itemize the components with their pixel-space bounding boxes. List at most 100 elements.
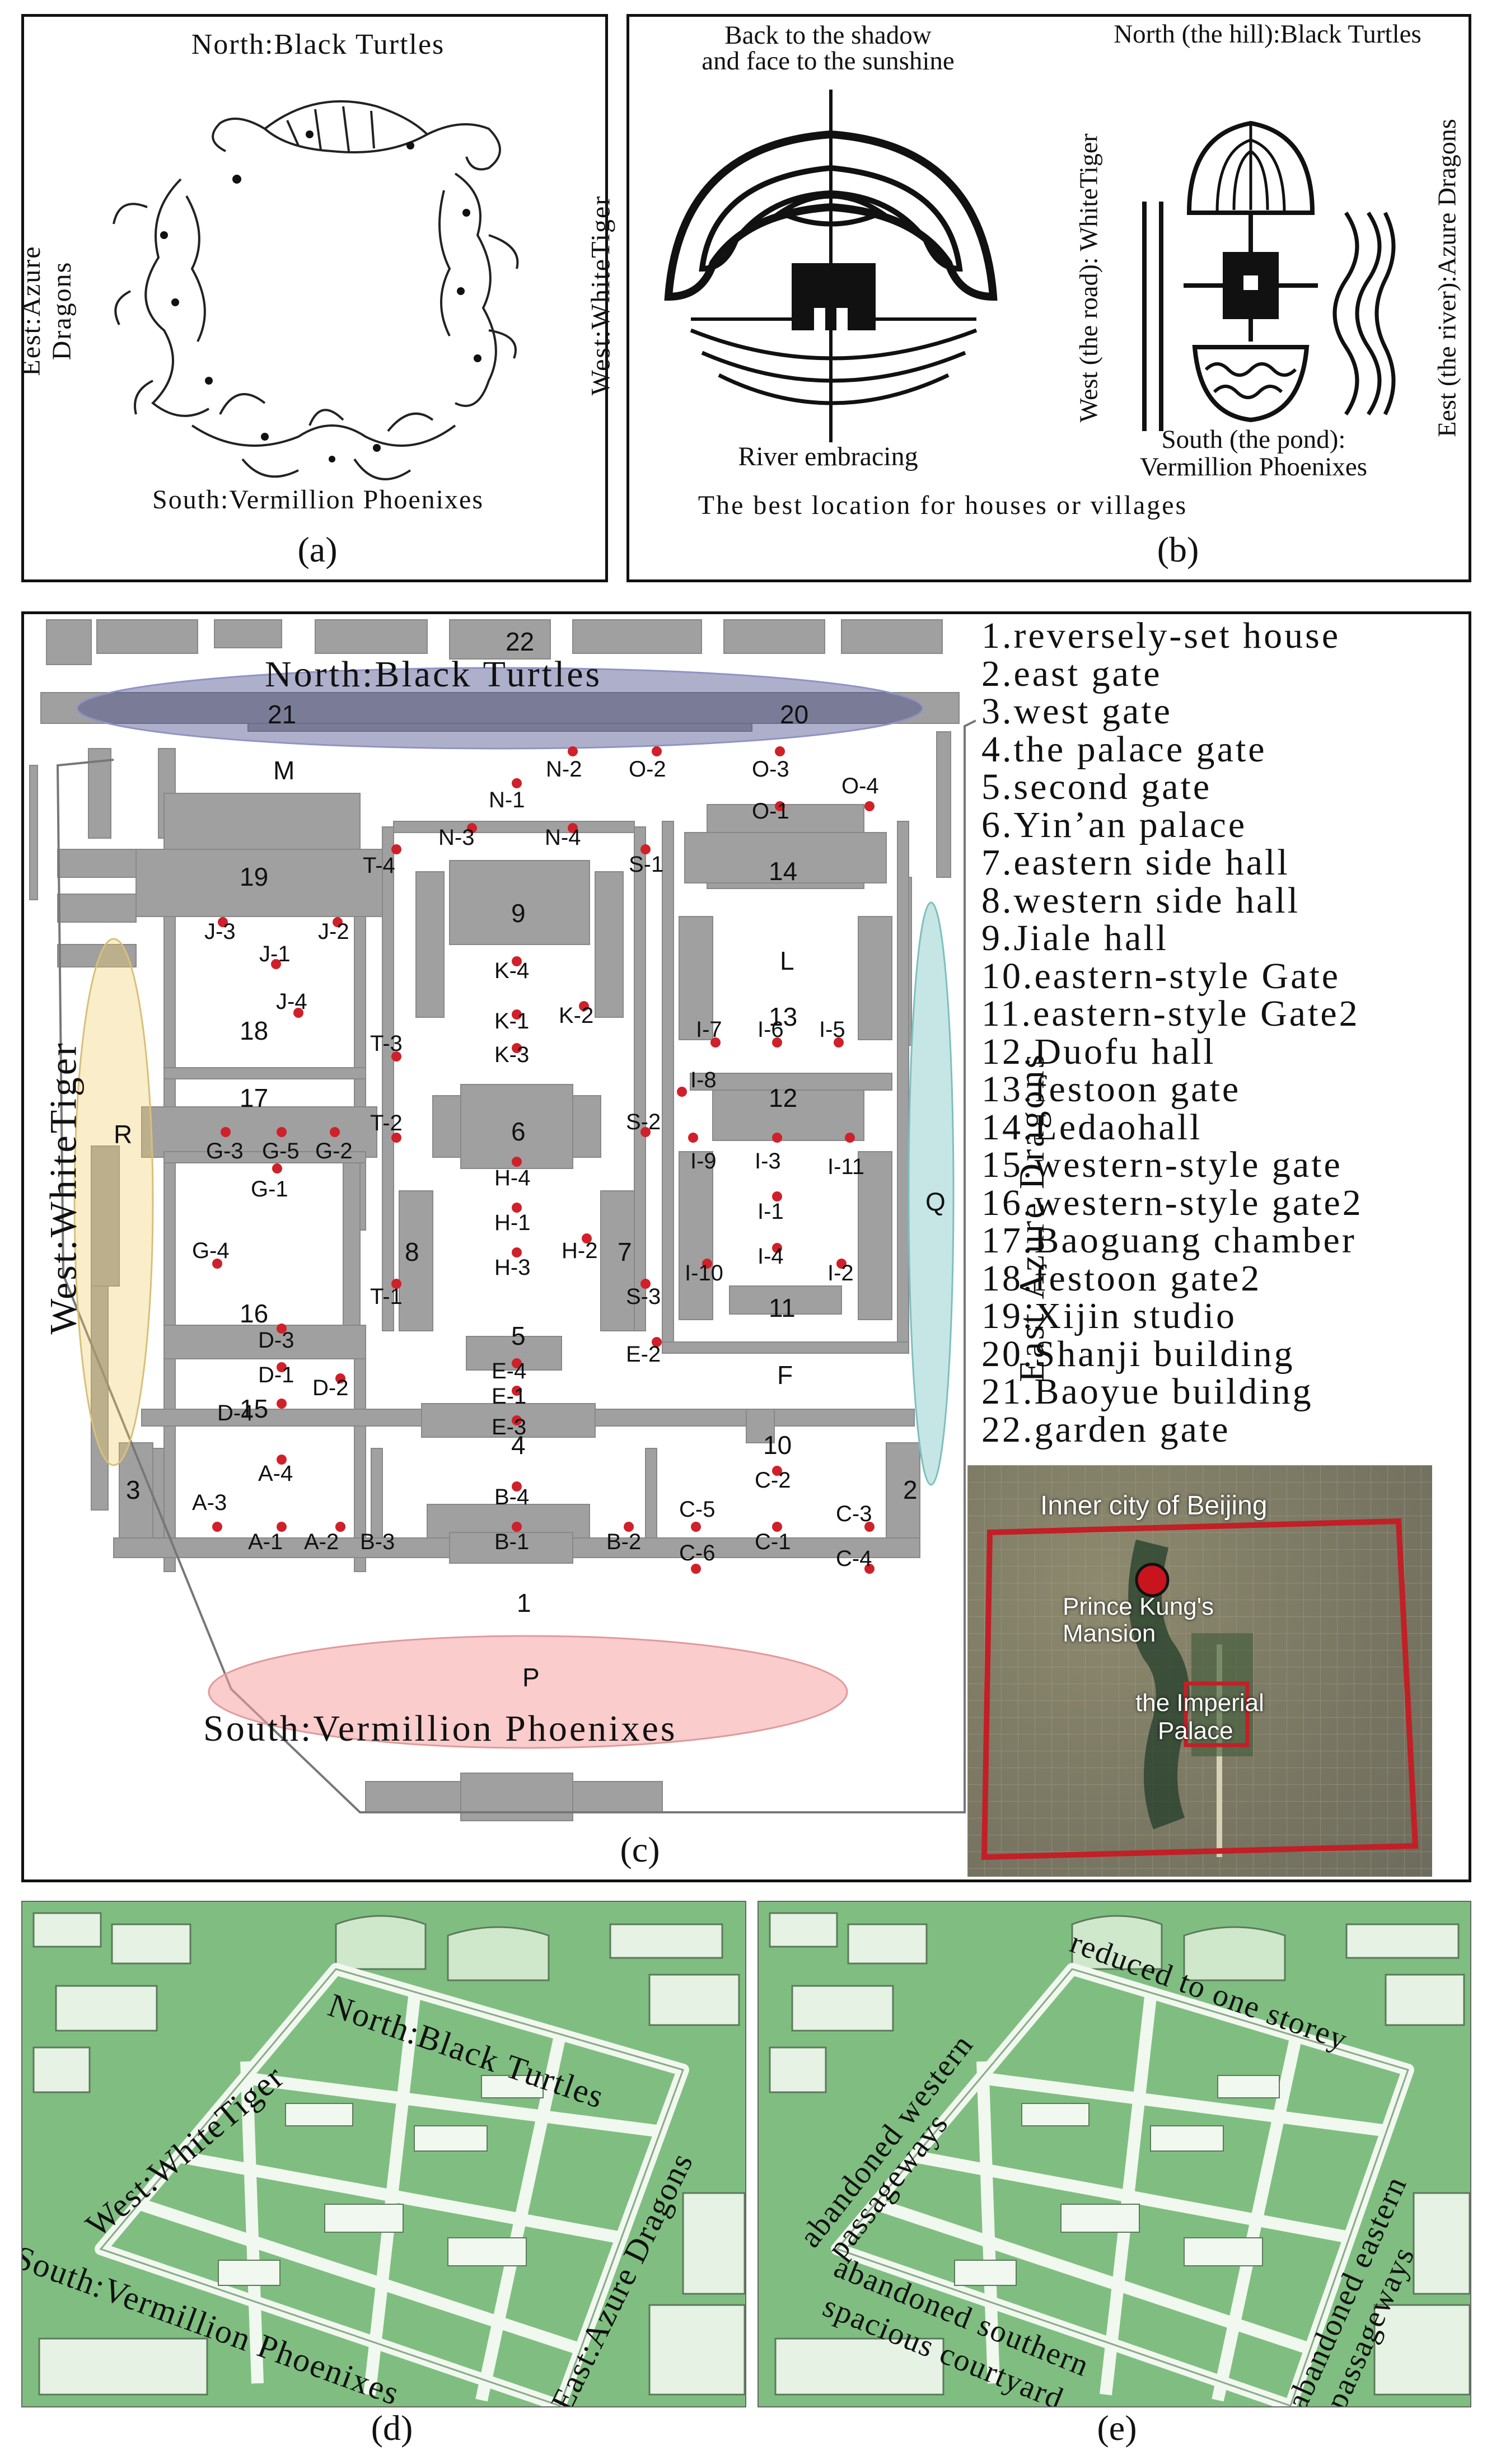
svg-text:D-4: D-4 (217, 1401, 253, 1425)
legend-item: 8.western side hall (981, 880, 1301, 921)
legend-item: 2.east gate (981, 653, 1162, 694)
svg-text:C-4: C-4 (836, 1546, 872, 1571)
svg-text:19: 19 (240, 862, 268, 891)
inset-inner-city-label: Inner city of Beijing (1040, 1491, 1268, 1521)
svg-text:H-1: H-1 (494, 1210, 530, 1235)
panel-b-south-pond-line-2: Vermillion Phoenixes (1140, 452, 1367, 481)
building-legend: 1.reversely-set house 2.east gate 3.west… (981, 617, 1469, 1448)
svg-text:T-2: T-2 (370, 1111, 403, 1135)
legend-item: 22.garden gate (981, 1409, 1231, 1450)
legend-item: 15.western-style gate (981, 1144, 1343, 1185)
svg-text:17: 17 (240, 1083, 268, 1112)
east-ellipse (908, 901, 955, 1486)
svg-text:12: 12 (769, 1083, 797, 1112)
svg-text:G-4: G-4 (192, 1238, 230, 1263)
svg-text:I-11: I-11 (827, 1154, 864, 1179)
svg-text:F: F (777, 1360, 793, 1390)
inset-mansion-label-2: Mansion (1063, 1620, 1156, 1647)
svg-text:P: P (522, 1663, 540, 1692)
svg-text:K-4: K-4 (494, 959, 529, 983)
svg-text:11: 11 (769, 1293, 796, 1322)
inset-mansion-label-1: Prince Kung's (1063, 1593, 1214, 1620)
svg-text:G-2: G-2 (315, 1139, 353, 1163)
svg-text:C-2: C-2 (755, 1468, 791, 1493)
inset-palace-label-1: the Imperial (1135, 1689, 1264, 1717)
svg-text:I-2: I-2 (827, 1261, 854, 1285)
svg-text:I-8: I-8 (690, 1068, 717, 1092)
svg-text:G-1: G-1 (251, 1177, 288, 1201)
svg-text:G-5: G-5 (262, 1139, 300, 1163)
svg-text:A-3: A-3 (192, 1490, 227, 1515)
panel-c-north-label: North:Black Turtles (265, 654, 602, 695)
panel-b-caption: (b) (1157, 530, 1199, 569)
svg-text:C-5: C-5 (679, 1497, 715, 1522)
panel-a-caption: (a) (297, 530, 338, 569)
svg-text:A-4: A-4 (258, 1461, 293, 1486)
svg-text:C-6: C-6 (679, 1541, 715, 1565)
svg-text:8: 8 (405, 1237, 419, 1266)
svg-text:22: 22 (506, 627, 534, 656)
legend-item: 12.Duofu hall (981, 1031, 1216, 1072)
svg-text:I-4: I-4 (757, 1244, 784, 1269)
svg-text:I-5: I-5 (819, 1017, 845, 1042)
svg-text:B-4: B-4 (494, 1485, 529, 1509)
legend-item: 1.reversely-set house (981, 615, 1341, 656)
svg-text:T-4: T-4 (363, 853, 395, 878)
panel-b-north-hill-label: North (the hill):Black Turtles (1114, 20, 1421, 49)
legend-item: 11.eastern-style Gate2 (981, 993, 1360, 1034)
legend-item: 5.second gate (981, 766, 1212, 807)
svg-text:1: 1 (517, 1588, 531, 1617)
panel-b: Back to the shadow and face to the sunsh… (626, 14, 1471, 582)
svg-text:T-3: T-3 (370, 1031, 403, 1056)
hill-river-road-pond-diagram (1142, 120, 1396, 431)
svg-text:C-3: C-3 (836, 1502, 872, 1526)
legend-item: 18.festoon gate2 (981, 1257, 1262, 1299)
svg-text:O-3: O-3 (752, 757, 789, 782)
panel-a-west-label: Eest:Azure Dragons (16, 245, 77, 376)
svg-text:E-3: E-3 (492, 1415, 526, 1439)
legend-item: 9.Jiale hall (981, 918, 1168, 959)
legend-item: 14.Ledaohall (981, 1106, 1203, 1148)
panel-b-south-pond-line-1: South (the pond): (1161, 425, 1346, 454)
four-beasts-constellation-illustration (113, 100, 519, 480)
svg-text:L: L (780, 946, 794, 975)
panel-d-3d-model (32, 1912, 745, 2406)
svg-text:I-3: I-3 (755, 1149, 781, 1173)
svg-text:S-2: S-2 (626, 1110, 661, 1134)
svg-text:14: 14 (769, 857, 797, 886)
panel-b-shadow-line-2: and face to the sunshine (702, 46, 955, 76)
svg-text:O-1: O-1 (752, 799, 789, 824)
legend-item: 3.west gate (981, 691, 1172, 732)
legend-item: 16.western-style gate2 (981, 1182, 1363, 1223)
panel-a-east-label: West:WhiteTiger (586, 195, 616, 396)
panel-d: North:Black Turtles West:WhiteTiger Sout… (21, 1901, 746, 2407)
svg-text:K-1: K-1 (494, 1009, 529, 1034)
west-ellipse (73, 938, 154, 1466)
svg-text:A-2: A-2 (304, 1530, 339, 1554)
svg-text:2: 2 (903, 1475, 918, 1504)
svg-text:M: M (273, 756, 294, 785)
svg-text:3: 3 (126, 1475, 141, 1504)
svg-text:J-1: J-1 (259, 942, 291, 966)
shadow-sunshine-diagram (664, 90, 998, 442)
legend-item: 21.Baoyue building (981, 1371, 1313, 1412)
svg-text:I-7: I-7 (696, 1017, 722, 1042)
svg-text:H-4: H-4 (494, 1166, 530, 1190)
svg-text:J-4: J-4 (276, 989, 307, 1014)
legend-item: 10.eastern-style Gate (981, 955, 1341, 997)
svg-text:G-3: G-3 (206, 1139, 244, 1163)
svg-text:C-1: C-1 (755, 1530, 791, 1554)
svg-text:I-1: I-1 (757, 1199, 784, 1224)
svg-text:18: 18 (240, 1016, 268, 1045)
svg-text:A-1: A-1 (248, 1530, 283, 1554)
svg-text:Q: Q (925, 1187, 946, 1216)
panel-d-caption: (d) (371, 2408, 413, 2448)
panel-a-south-label: South:Vermillion Phoenixes (152, 485, 484, 515)
legend-item: 7.eastern side hall (981, 842, 1290, 883)
svg-text:9: 9 (511, 899, 526, 928)
panel-c-caption: (c) (620, 1830, 660, 1869)
panel-e-caption: (e) (1097, 2408, 1137, 2448)
svg-text:B-2: B-2 (606, 1530, 641, 1554)
